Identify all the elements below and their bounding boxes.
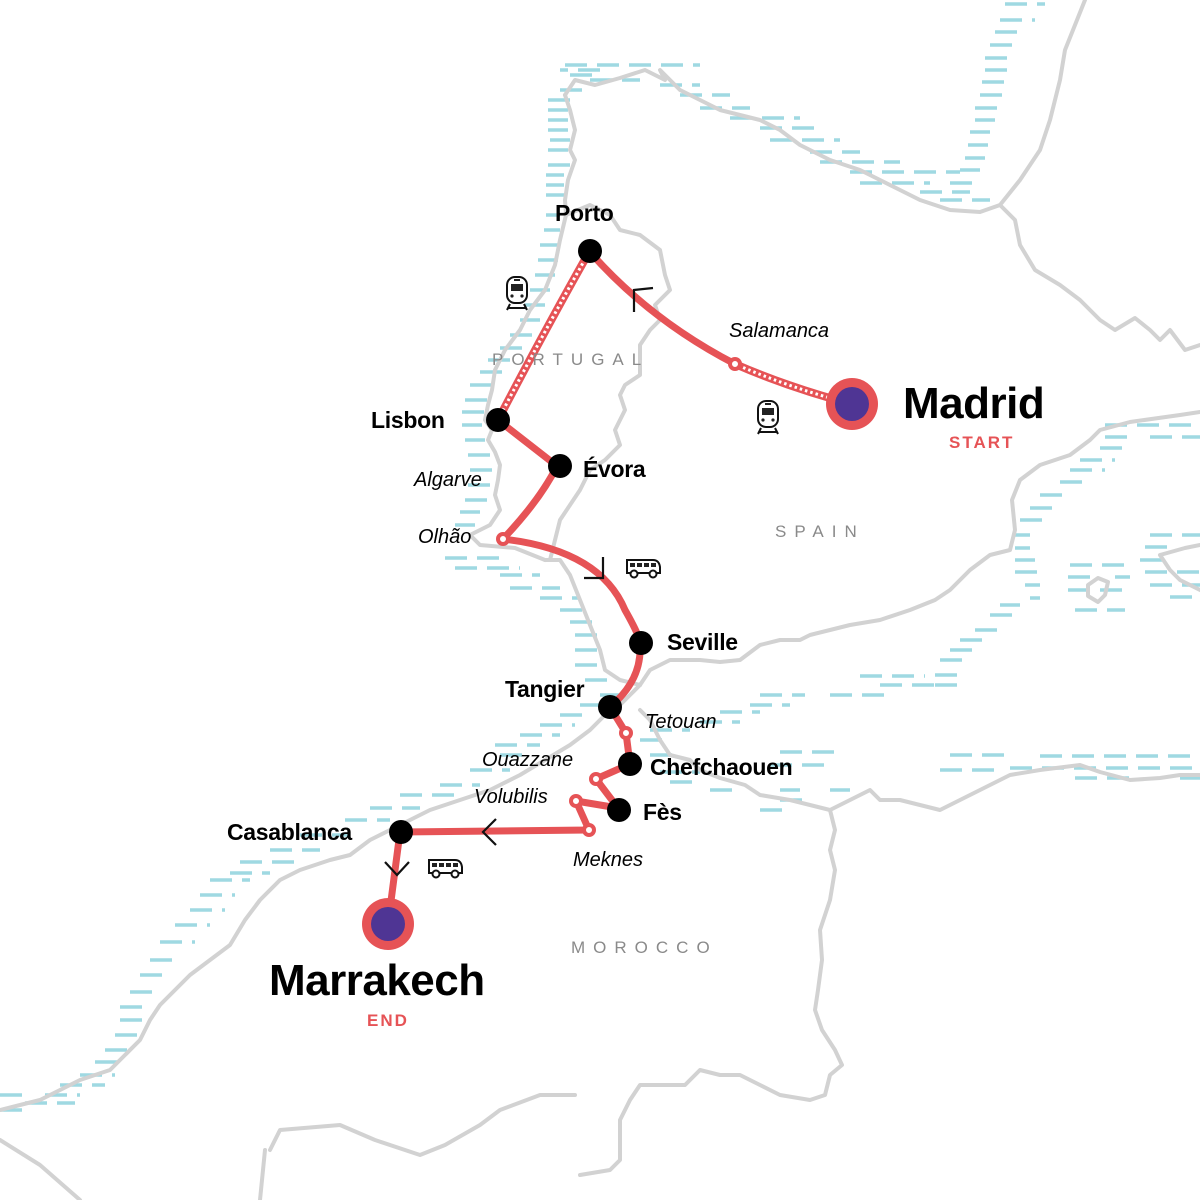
stop-label-evora: Évora — [583, 456, 646, 482]
arrow-icon — [632, 286, 654, 312]
train-icon — [757, 400, 779, 435]
country-label-morocco: MOROCCO — [571, 938, 718, 957]
stop-label-seville: Seville — [667, 629, 738, 655]
stop-label-tangier: Tangier — [505, 676, 585, 702]
country-label-spain: SPAIN — [775, 522, 865, 541]
direction-arrows — [384, 286, 654, 877]
end-tag: END — [367, 1011, 409, 1030]
stop-label-tetouan: Tetouan — [645, 711, 717, 733]
end-city-label: Marrakech — [269, 956, 485, 1005]
stop-label-porto: Porto — [555, 200, 614, 226]
minor-stops — [496, 357, 742, 837]
end-marker — [362, 898, 414, 950]
stop-label-salamanca: Salamanca — [729, 320, 830, 342]
stop-label-fes: Fès — [643, 799, 682, 825]
stop-label-algarve: Algarve — [414, 469, 482, 491]
start-city-label: Madrid — [903, 379, 1045, 428]
stop-label-chefchaouen: Chefchaouen — [650, 754, 793, 780]
train-icon — [506, 276, 528, 311]
bus-icon — [428, 859, 463, 879]
sea-hatching — [0, 2, 1200, 1112]
bus-icon — [626, 559, 661, 579]
start-tag: START — [949, 433, 1015, 452]
arrow-icon — [481, 818, 497, 846]
stop-label-olhao: Olhão — [418, 526, 472, 548]
major-stops — [389, 239, 653, 844]
stop-label-lisbon: Lisbon — [371, 407, 445, 433]
arrow-icon — [384, 861, 410, 877]
start-marker — [826, 378, 878, 430]
arrow-icon — [584, 557, 605, 580]
stop-label-ouazzane: Ouazzane — [482, 749, 574, 771]
stop-label-meknes: Meknes — [573, 849, 644, 871]
stop-label-casablanca: Casablanca — [227, 819, 352, 845]
stop-label-volubilis: Volubilis — [474, 786, 548, 808]
country-label-portugal: PORTUGAL — [492, 350, 650, 369]
